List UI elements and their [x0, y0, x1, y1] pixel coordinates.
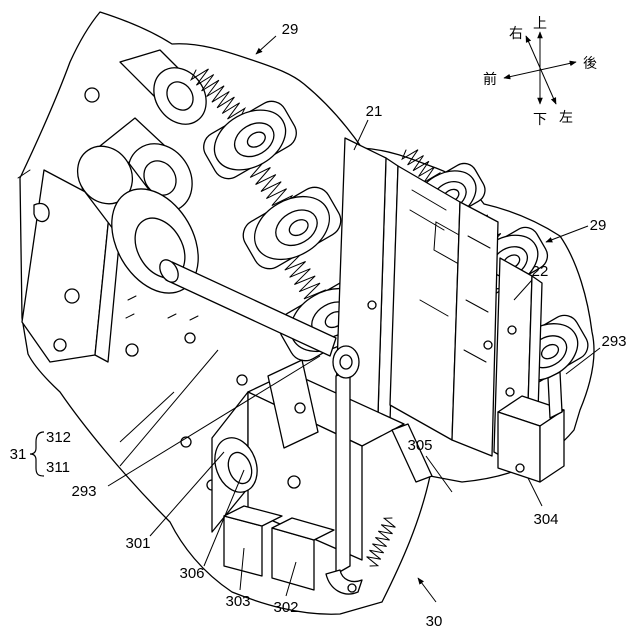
ref-306: 306 — [179, 565, 204, 582]
plate-22-hole-b — [506, 388, 514, 396]
compass-back-label: 後 — [583, 56, 597, 72]
block-304-post — [548, 372, 562, 418]
compass-left-label: 左 — [559, 110, 573, 126]
ref-29-top: 29 — [282, 21, 299, 38]
direction-compass: 上 下 前 後 右 左 — [483, 16, 597, 128]
ref-22: 22 — [532, 263, 549, 280]
ref-21: 21 — [366, 103, 383, 120]
bracket-screw — [288, 476, 300, 488]
vertical-lever — [336, 370, 350, 574]
ref-302: 302 — [273, 599, 298, 616]
ref-293-left: 293 — [71, 483, 96, 500]
compass-right-left-arrow — [526, 36, 556, 104]
housing-pin-c — [237, 375, 247, 385]
ref-311: 311 — [46, 459, 70, 476]
bracket-hole-lower — [54, 339, 66, 351]
ref-29-right: 29 — [590, 217, 607, 234]
plate-21-hole — [368, 301, 376, 309]
housing-lug — [34, 203, 49, 221]
ref-304: 304 — [533, 511, 558, 528]
leader-29-top — [256, 36, 276, 54]
housing-boss — [85, 88, 99, 102]
ref-31: 31 — [10, 446, 27, 463]
bracket-hole-upper — [65, 289, 79, 303]
leader-30 — [418, 578, 436, 602]
ref-303: 303 — [225, 593, 250, 610]
compass-front-label: 前 — [483, 71, 497, 88]
ref-293-right: 293 — [601, 333, 626, 350]
plate-stack-hole — [484, 341, 492, 349]
compass-down-label: 下 — [533, 112, 547, 128]
ref-312: 312 — [46, 429, 71, 446]
plate-22-hole-a — [508, 326, 516, 334]
ref-305: 305 — [407, 437, 432, 454]
brace-31 — [30, 432, 44, 476]
ref-301: 301 — [125, 535, 150, 552]
lower-hook-eye — [348, 584, 356, 592]
housing-hole-b — [185, 333, 195, 343]
block-304-screw — [516, 464, 524, 472]
compass-up-label: 上 — [533, 16, 547, 32]
lever-roller-hub — [340, 355, 352, 369]
bracket-arm-hole — [295, 403, 305, 413]
housing-hole-a — [126, 344, 138, 356]
compass-right-label: 右 — [509, 26, 523, 42]
ref-30: 30 — [426, 613, 443, 630]
